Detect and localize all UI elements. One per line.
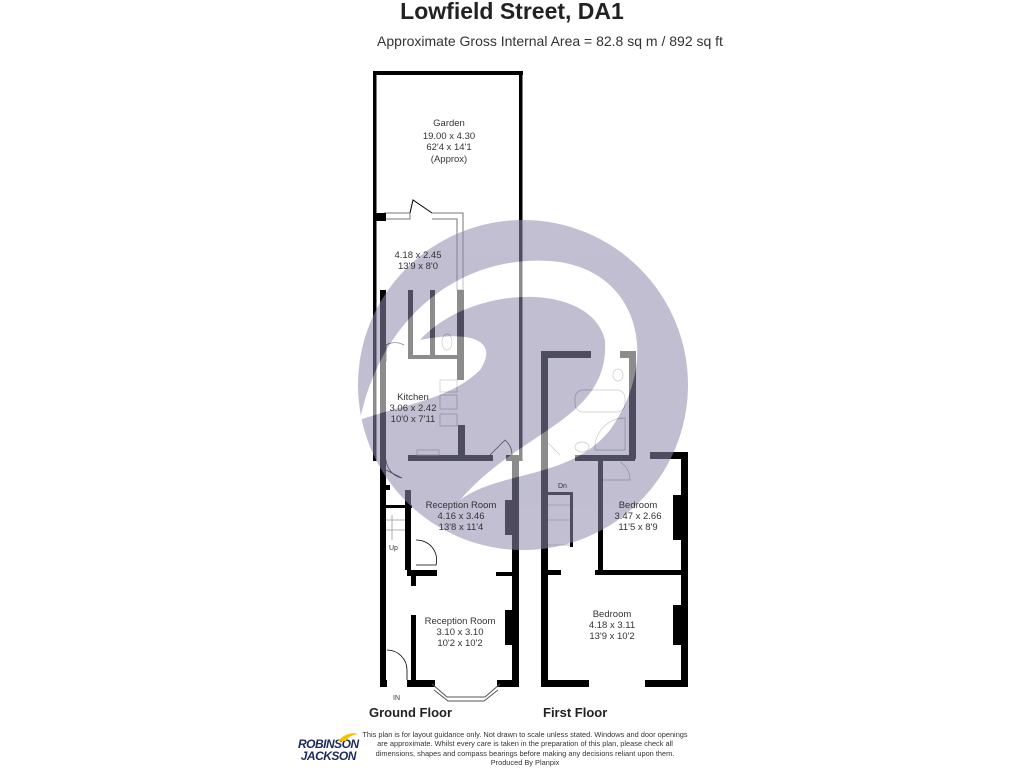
plan-title: Lowfield Street, DA1 [400, 0, 624, 24]
logo-swoosh-icon [338, 733, 358, 741]
ground-floor-label: Ground Floor [369, 705, 453, 720]
reception1-name: Reception Room [426, 500, 497, 511]
produced-by: Produced By Planpix [490, 758, 560, 768]
disclaimer-text: This plan is for layout guidance only. N… [362, 730, 688, 758]
disclaimer: This plan is for layout guidance only. N… [360, 730, 690, 768]
conservatory-imperial: 13'9 x 8'0 [398, 261, 438, 272]
garden-imperial: 62'4 x 14'1 [426, 142, 471, 153]
logo-line-2: JACKSON [300, 749, 357, 763]
reception1-metric: 4.16 x 3.46 [437, 511, 484, 522]
entrance-label: IN [393, 695, 400, 702]
agent-logo: ROBINSON JACKSON [298, 733, 359, 763]
reception1-imperial: 13'8 x 11'4 [439, 522, 484, 533]
bay-window [431, 683, 501, 702]
conservatory-metric: 4.18 x 2.45 [394, 250, 441, 261]
reception2-metric: 3.10 x 3.10 [436, 627, 483, 638]
bedroom1-name: Bedroom [619, 500, 658, 511]
room-labels: Garden 19.00 x 4.30 62'4 x 14'1 (Approx)… [389, 118, 662, 702]
reception2-imperial: 10'2 x 10'2 [437, 638, 482, 649]
plan-area-subtitle: Approximate Gross Internal Area = 82.8 s… [377, 33, 723, 49]
bedroom2-imperial: 13'9 x 10'2 [589, 631, 634, 642]
bedroom1-metric: 3.47 x 2.66 [614, 511, 661, 522]
watermark-logo [358, 220, 688, 550]
bedroom2-name: Bedroom [593, 609, 632, 620]
bedroom2-metric: 4.18 x 3.11 [589, 620, 635, 631]
kitchen-imperial: 10'0 x 7'11 [391, 414, 436, 425]
garden-name: Garden [433, 118, 465, 129]
kitchen-metric: 3.06 x 2.42 [389, 403, 436, 414]
stairs-down-label: Dn [558, 483, 567, 490]
bedroom1-imperial: 11'5 x 8'9 [618, 522, 657, 533]
first-floor-label: First Floor [543, 705, 608, 720]
stairs-up-label: Up [389, 545, 398, 552]
kitchen-name: Kitchen [397, 392, 429, 403]
reception2-name: Reception Room [425, 616, 496, 627]
garden-note: (Approx) [431, 154, 467, 165]
garden-metric: 19.00 x 4.30 [423, 131, 475, 142]
